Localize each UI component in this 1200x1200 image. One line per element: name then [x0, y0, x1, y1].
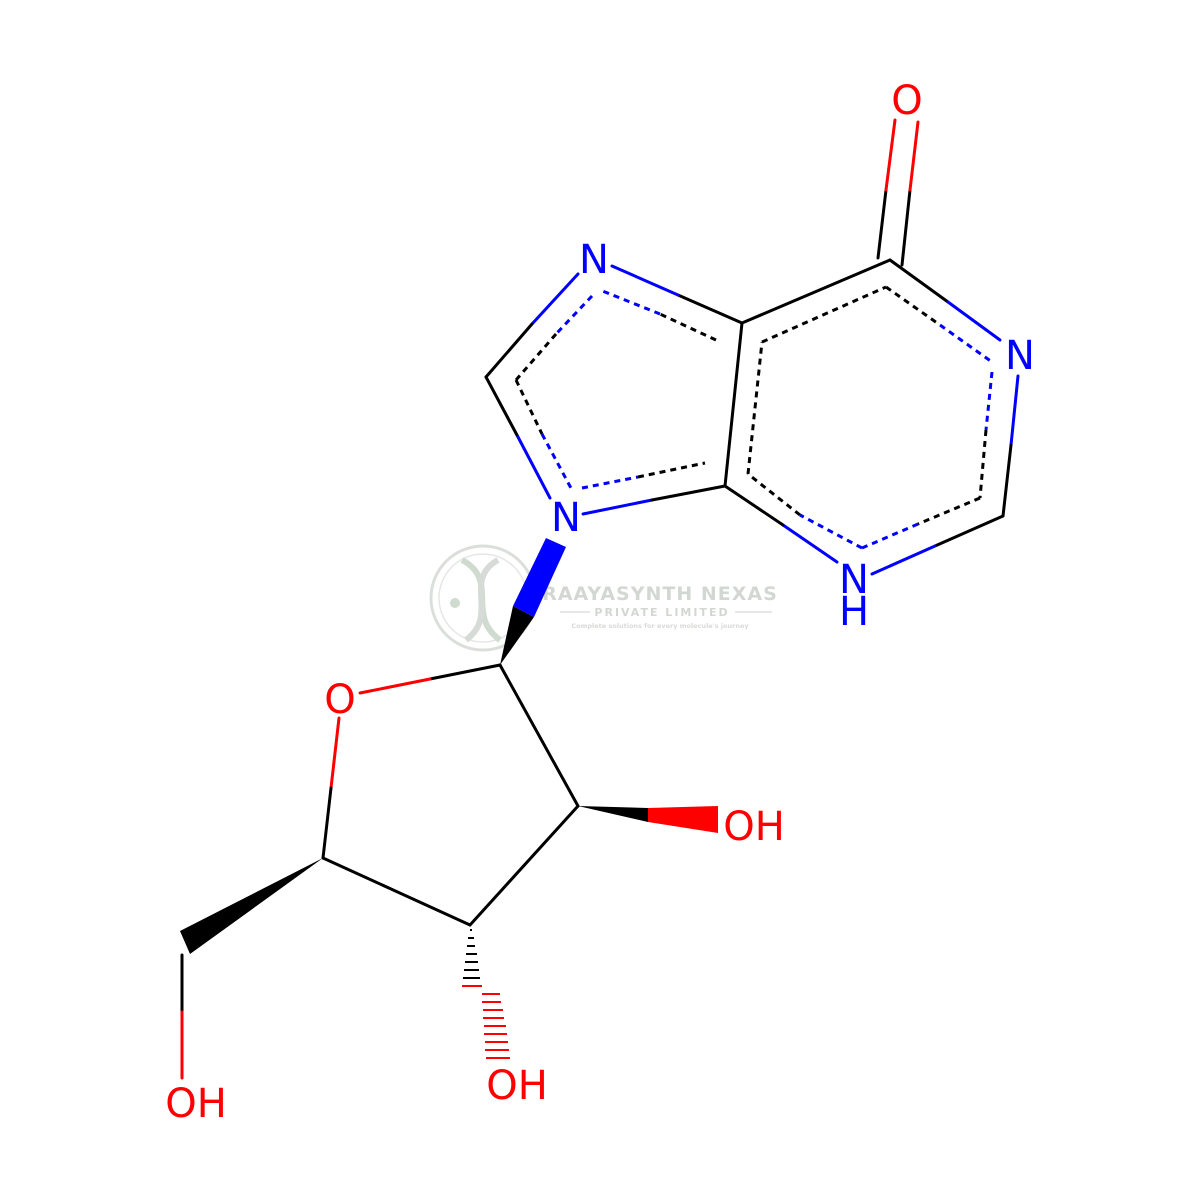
watermark-title: RAAYASYNTH NEXAS [542, 583, 778, 605]
atom-n1: N [1005, 333, 1035, 379]
watermark: RAAYASYNTH NEXAS PRIVATE LIMITED Complet… [429, 544, 778, 652]
bond-n9-c4 [581, 484, 727, 516]
atom-o-carbonyl: O [891, 78, 922, 124]
atom-oh-3: OH [486, 1063, 548, 1109]
bond-carbonyl [876, 118, 920, 267]
atom-n3: N [839, 557, 869, 603]
bond-c4r-c3r [321, 856, 472, 927]
wedge-c2-oh-red [648, 806, 718, 833]
bond-c5-c6 [740, 258, 892, 325]
bond-c8-n9 [484, 375, 552, 500]
atom-o-ring: O [324, 677, 355, 723]
wedge-c1-n9-blue [513, 538, 566, 617]
bond-n7-c8 [484, 272, 580, 379]
bond-c6-n1 [888, 258, 1002, 342]
watermark-subtitle: PRIVATE LIMITED [594, 606, 729, 619]
atom-labels: O N N N N H O OH OH OH [165, 78, 1035, 1127]
bond-n1-c2 [1001, 374, 1020, 518]
watermark-tagline: Complete solutions for every molecule's … [571, 622, 749, 630]
bond-n3-c4 [723, 484, 839, 564]
bond-oring-c4r [321, 716, 341, 860]
atom-h-n3: H [839, 589, 869, 635]
dna-helix-logo [429, 544, 537, 652]
bond-c5-n7 [610, 264, 744, 325]
atom-n9: N [551, 495, 581, 541]
atom-oh-2: OH [723, 804, 785, 850]
bond-c1-oring [358, 663, 502, 695]
wedge-c4-c5 [180, 858, 323, 954]
hash-wedge-c3-oh [462, 929, 510, 1059]
wedge-c1-n9 [500, 606, 534, 665]
atom-n7: N [579, 237, 609, 283]
bond-c3r-c2r [468, 804, 580, 927]
wedge-c2-oh [578, 806, 648, 822]
bonds [180, 118, 1020, 1080]
bond-c4-c5 [723, 321, 744, 488]
stereo-wedges [180, 538, 718, 954]
aromatic-bonds [514, 285, 994, 550]
atom-oh-5: OH [165, 1081, 227, 1127]
bond-c2r-c1r [498, 663, 580, 808]
bond-c2-n3 [870, 514, 1005, 576]
